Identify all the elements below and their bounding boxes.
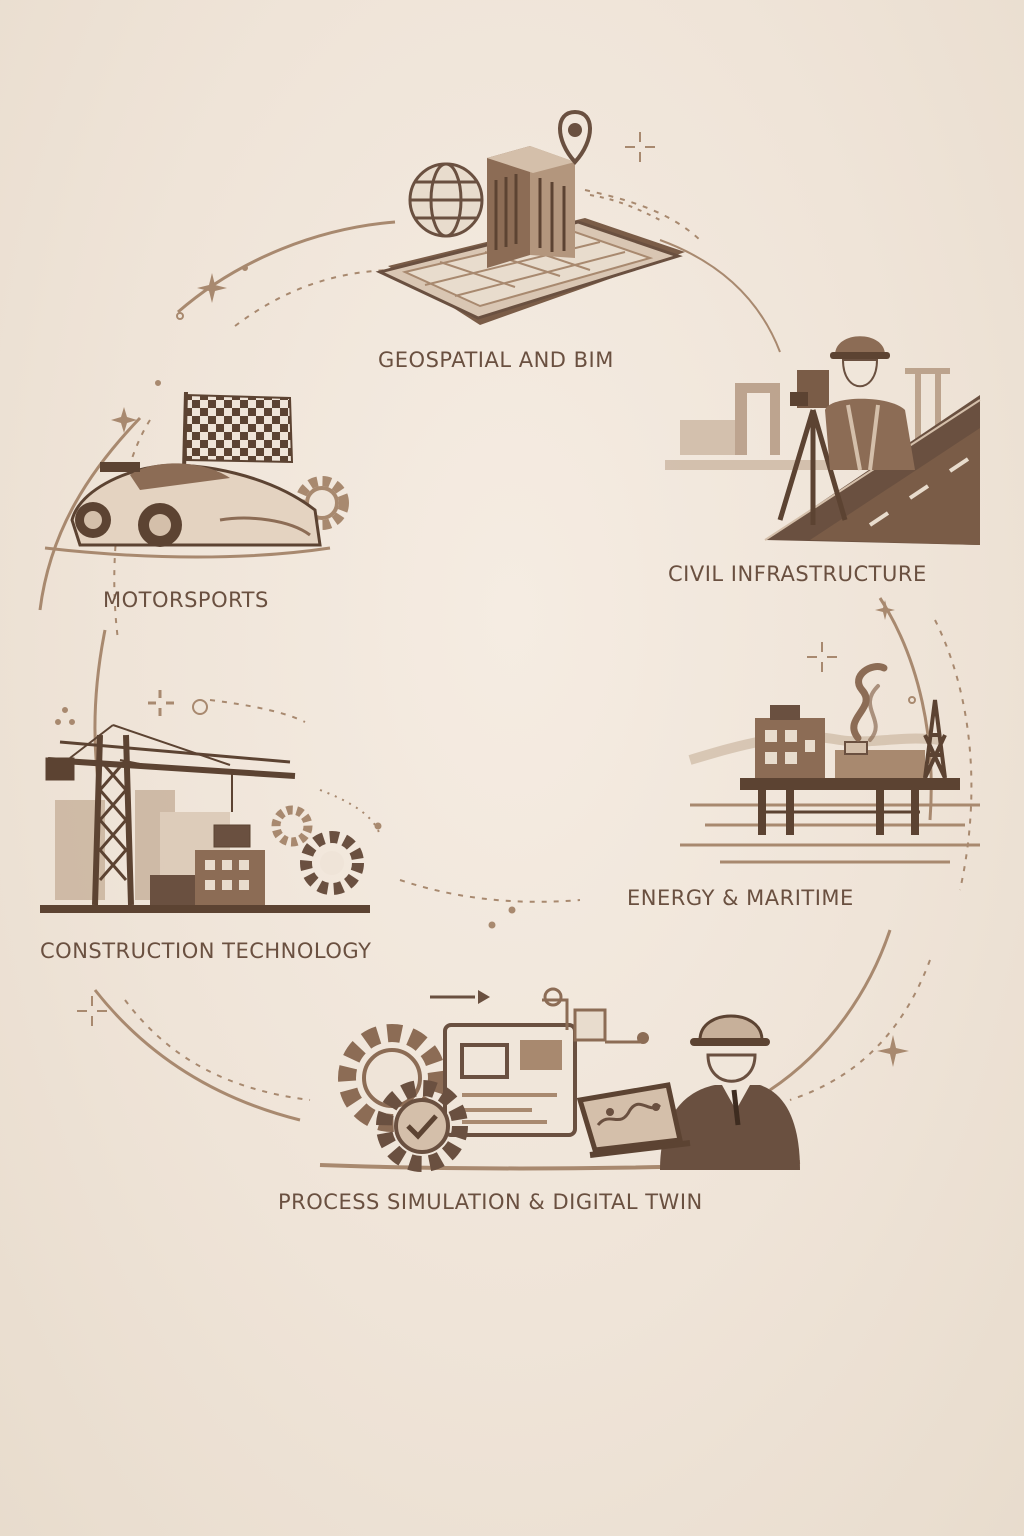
process-illustration bbox=[319, 987, 801, 1172]
globe-icon bbox=[408, 162, 484, 238]
construction-illustration bbox=[40, 724, 370, 913]
sector-label-energy: ENERGY & MARITIME bbox=[627, 886, 854, 910]
gear-icon bbox=[271, 805, 364, 895]
civil-illustration bbox=[665, 336, 981, 545]
sector-label-process: PROCESS SIMULATION & DIGITAL TWIN bbox=[278, 1190, 703, 1214]
sea-icon bbox=[680, 803, 980, 864]
sparkles bbox=[55, 132, 916, 1067]
energy-illustration bbox=[680, 663, 980, 864]
sector-label-geospatial: GEOSPATIAL AND BIM bbox=[378, 348, 614, 372]
buildings-icon bbox=[40, 850, 370, 913]
map-tablet-icon bbox=[375, 218, 685, 325]
cycle-ring bbox=[38, 189, 973, 1122]
race-car-icon bbox=[44, 462, 331, 559]
engineer-icon bbox=[660, 1014, 800, 1170]
tower-crane-icon bbox=[45, 724, 296, 906]
checkmark-gear-icon bbox=[376, 1080, 468, 1172]
building-icon bbox=[487, 146, 575, 268]
derrick-icon bbox=[923, 699, 947, 779]
theodolite-icon bbox=[777, 370, 848, 525]
sector-label-motorsports: MOTORSPORTS bbox=[103, 588, 269, 612]
smoke-icon bbox=[850, 663, 888, 742]
surveyor-icon bbox=[825, 336, 915, 471]
motorsports-illustration bbox=[44, 391, 349, 559]
sector-label-construction: CONSTRUCTION TECHNOLOGY bbox=[40, 939, 372, 963]
checkered-flag-icon bbox=[182, 391, 294, 471]
dashboard-icon bbox=[430, 987, 649, 1137]
location-pin-icon bbox=[558, 109, 592, 165]
geospatial-illustration bbox=[375, 109, 685, 325]
sector-label-civil: CIVIL INFRASTRUCTURE bbox=[668, 562, 927, 586]
laptop-icon bbox=[576, 1082, 691, 1158]
oil-platform-icon bbox=[740, 705, 960, 835]
